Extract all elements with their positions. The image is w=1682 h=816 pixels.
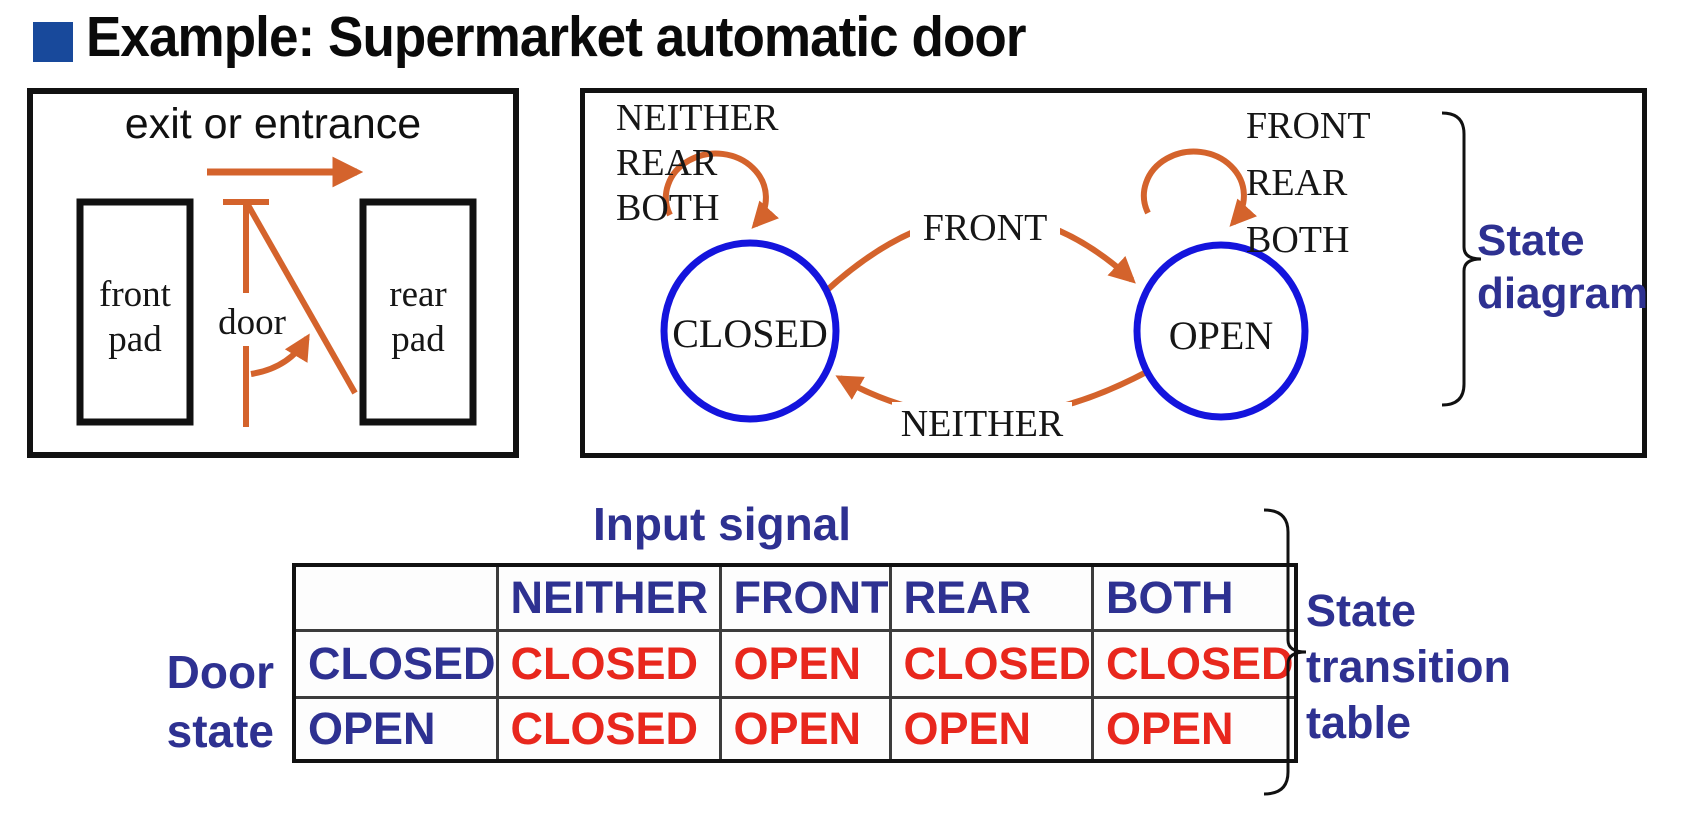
row-closed-rear: CLOSED — [888, 629, 1095, 699]
open-loop-labels: FRONT REAR BOTH — [1246, 98, 1371, 269]
rear-pad-line2: pad — [391, 319, 445, 360]
exit-entrance-caption: exit or entrance — [124, 100, 422, 148]
door-state-line1: Door — [166, 646, 274, 698]
state-transition-table: NEITHER FRONT REAR BOTH CLOSED CLOSED OP… — [292, 563, 1298, 763]
state-diagram-panel: NEITHER REAR BOTH FRONT REAR BOTH FRONT … — [580, 88, 1648, 458]
row-closed-neither: CLOSED — [495, 629, 722, 699]
door-sketch-panel: exit or entrance front pad rear pad door — [27, 88, 519, 458]
transition-table-brace-svg — [1263, 508, 1307, 796]
closed-state-circle — [660, 239, 840, 423]
closed-state-label: CLOSED — [672, 311, 828, 356]
open-self-loop-arrow — [1140, 148, 1257, 227]
table-row-open: OPEN CLOSED OPEN OPEN OPEN — [292, 696, 1298, 763]
rear-pad-label: rear pad — [363, 272, 473, 362]
transition-table-brace — [1263, 508, 1307, 796]
row-open-rear: OPEN — [888, 696, 1095, 763]
closed-loop-line1: NEITHER — [616, 97, 779, 139]
door-swing-arc-arrow — [250, 333, 310, 377]
closed-loop-line3: BOTH — [616, 187, 720, 229]
open-loop-line2: REAR — [1246, 162, 1348, 204]
row-open-state: OPEN — [292, 696, 499, 763]
state-diagram-caption-line1: State — [1477, 216, 1585, 265]
transition-table-caption-line1: State — [1306, 585, 1417, 636]
front-transition-label: FRONT — [910, 206, 1060, 250]
neither-transition-label: NEITHER — [892, 402, 1072, 446]
front-pad-label: front pad — [80, 272, 190, 362]
transition-table-caption: State transition table — [1306, 583, 1511, 751]
state-diagram-caption-line2: diagram — [1477, 269, 1649, 318]
door-sketch-drawing — [27, 88, 519, 458]
header-cell-empty — [292, 563, 499, 632]
transition-table-caption-line3: table — [1306, 697, 1412, 748]
header-cell-neither: NEITHER — [495, 563, 722, 632]
state-diagram-brace — [1441, 111, 1482, 407]
transition-table-caption-line2: transition — [1306, 641, 1512, 692]
door-label: door — [218, 302, 286, 343]
row-closed-state: CLOSED — [292, 629, 499, 699]
title-bullet-square — [33, 22, 73, 62]
table-row-closed: CLOSED CLOSED OPEN CLOSED CLOSED — [292, 629, 1298, 699]
row-open-neither: CLOSED — [495, 696, 722, 763]
row-closed-both: CLOSED — [1091, 629, 1298, 699]
open-state-circle — [1133, 241, 1309, 421]
input-signal-label: Input signal — [592, 498, 852, 550]
header-cell-front: FRONT — [718, 563, 892, 632]
closed-loop-labels: NEITHER REAR BOTH — [616, 96, 779, 231]
front-pad-line1: front — [99, 274, 171, 315]
front-pad-rect — [76, 198, 194, 426]
state-diagram-drawing — [580, 88, 1647, 458]
header-cell-both: BOTH — [1091, 563, 1298, 632]
front-pad-line2: pad — [108, 319, 162, 360]
open-state-label: OPEN — [1168, 313, 1274, 358]
door-state-label: Door state — [118, 643, 274, 761]
row-open-both: OPEN — [1091, 696, 1298, 763]
row-open-front: OPEN — [718, 696, 892, 763]
closed-loop-line2: REAR — [616, 142, 718, 184]
header-cell-rear: REAR — [888, 563, 1095, 632]
door-open-diagonal — [245, 203, 358, 395]
table-header-row: NEITHER FRONT REAR BOTH — [292, 563, 1298, 632]
row-closed-front: OPEN — [718, 629, 892, 699]
closed-self-loop-arrow — [662, 150, 779, 229]
rear-pad-line1: rear — [389, 274, 447, 315]
rear-pad-rect — [359, 198, 477, 426]
slide-title: Example: Supermarket automatic door — [86, 5, 1027, 69]
open-loop-line1: FRONT — [1246, 105, 1371, 147]
door-state-line2: state — [166, 705, 274, 757]
open-loop-line3: BOTH — [1246, 219, 1350, 261]
state-diagram-caption: State diagram — [1477, 214, 1648, 320]
